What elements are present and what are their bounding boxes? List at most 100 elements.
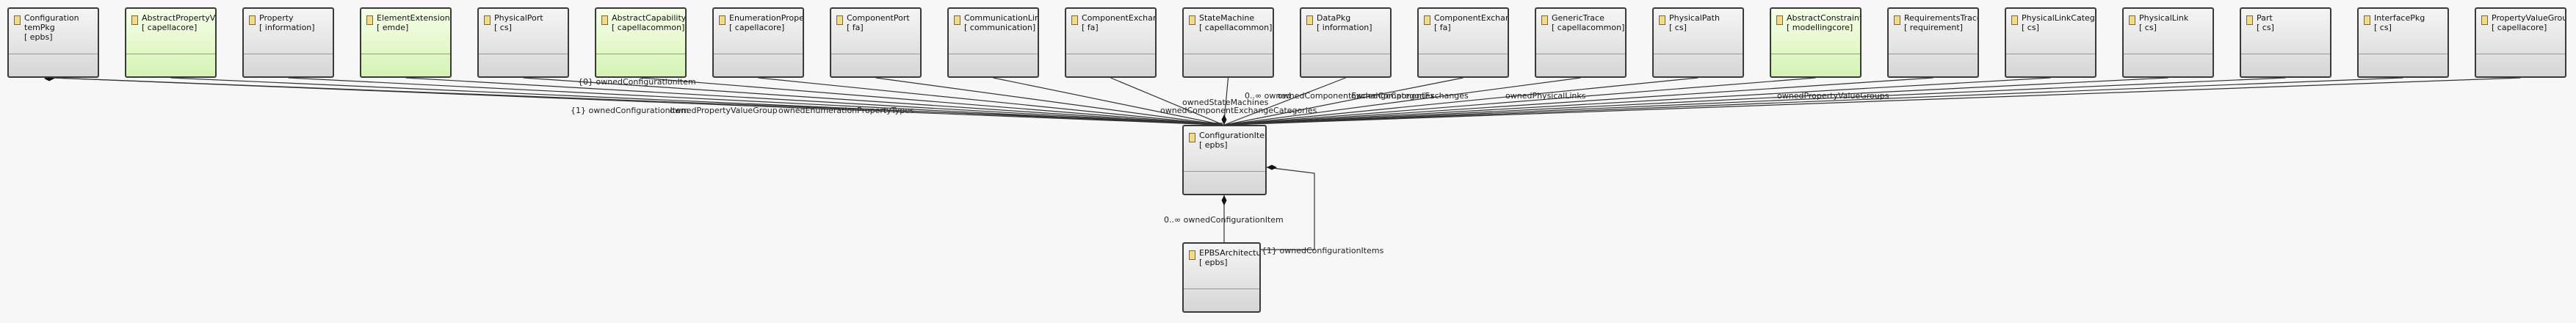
class-title: Configuration bbox=[24, 13, 82, 23]
class-box[interactable]: GenericTrace[ capellacommon] bbox=[1535, 7, 1627, 78]
edge-role-label: ownedEnumerationPropertyTypes bbox=[778, 106, 914, 115]
association-edge[interactable] bbox=[1227, 77, 1933, 126]
class-box[interactable]: Part[ cs] bbox=[2240, 7, 2331, 78]
class-box[interactable]: RequirementsTrace[ requirement] bbox=[1887, 7, 1979, 78]
class-icon bbox=[1424, 15, 1430, 25]
class-package: [ capellacommon] bbox=[1199, 23, 1273, 32]
class-title: AbstractConstraint bbox=[1787, 13, 1862, 23]
class-icon bbox=[2364, 15, 2370, 25]
class-title: Property bbox=[259, 13, 294, 23]
class-package: [ emde] bbox=[377, 23, 409, 32]
class-icon bbox=[2481, 15, 2488, 25]
class-icon bbox=[1776, 15, 1783, 25]
class-title: DataPkg bbox=[1317, 13, 1351, 23]
edge-role-label: ownedComponentExchanges bbox=[1351, 91, 1469, 101]
class-box[interactable]: Property[ information] bbox=[242, 7, 334, 78]
class-package: [ epbs] bbox=[24, 32, 53, 42]
edge-role-label: ownedComponentExchangeCategories bbox=[1160, 106, 1317, 115]
class-box[interactable]: PropertyValueGroup[ capellacore] bbox=[2475, 7, 2566, 78]
association-edge[interactable] bbox=[1226, 77, 1698, 126]
class-box[interactable]: CommunicationLink[ communication] bbox=[947, 7, 1039, 78]
class-box[interactable]: PhysicalPort[ cs] bbox=[477, 7, 569, 78]
class-icon bbox=[836, 15, 843, 25]
association-edge[interactable] bbox=[405, 77, 1220, 126]
class-icon bbox=[1071, 15, 1078, 25]
association-edge[interactable] bbox=[1261, 167, 1315, 250]
class-box[interactable]: ComponentExchange[ fa] bbox=[1417, 7, 1509, 78]
class-title: ComponentExchangeCateg bbox=[1082, 13, 1155, 23]
association-edge[interactable] bbox=[1226, 77, 1816, 126]
association-edge[interactable] bbox=[1225, 77, 1581, 126]
composition-diamond bbox=[1267, 164, 1277, 170]
association-edge[interactable] bbox=[1225, 77, 1464, 126]
class-box[interactable]: DataPkg[ information] bbox=[1300, 7, 1392, 78]
class-icon bbox=[1189, 15, 1195, 25]
class-package: [ cs] bbox=[2139, 23, 2157, 32]
class-package: [ communication] bbox=[964, 23, 1036, 32]
class-package: [ cs] bbox=[2257, 23, 2274, 32]
class-icon bbox=[249, 15, 256, 25]
association-edge[interactable] bbox=[758, 77, 1222, 126]
class-box[interactable]: AbstractPropertyValue[ capellacore] bbox=[125, 7, 217, 78]
class-title: Part bbox=[2257, 13, 2273, 23]
class-title-line2: temPkg bbox=[24, 23, 55, 32]
class-title: ComponentPort bbox=[847, 13, 910, 23]
class-package: [ modellingcore] bbox=[1787, 23, 1853, 32]
association-edge[interactable] bbox=[170, 77, 1219, 126]
class-title: ElementExtension bbox=[377, 13, 450, 23]
class-box[interactable]: StateMachine[ capellacommon] bbox=[1182, 7, 1274, 78]
association-edge[interactable] bbox=[1229, 77, 2403, 126]
association-edge[interactable] bbox=[1230, 77, 2521, 126]
class-box[interactable]: ConfigurationItem[ epbs] bbox=[1182, 125, 1267, 195]
class-box[interactable]: Configuration temPkg[ epbs] bbox=[7, 7, 99, 78]
class-title: EPBSArchitecture bbox=[1199, 248, 1261, 258]
class-title: CommunicationLink bbox=[964, 13, 1039, 23]
class-box[interactable]: EnumerationPropertyType[ capellacore] bbox=[712, 7, 804, 78]
edge-role-label: ownedComponentExchangeCategories bbox=[1278, 91, 1435, 101]
class-box[interactable]: AbstractCapabilityPkg[ capellacommon] bbox=[595, 7, 687, 78]
class-icon bbox=[1306, 15, 1313, 25]
class-icon bbox=[14, 15, 21, 25]
class-box[interactable]: PhysicalLink[ cs] bbox=[2122, 7, 2214, 78]
class-box[interactable]: ComponentExchangeCateg[ fa] bbox=[1065, 7, 1157, 78]
association-edge[interactable] bbox=[875, 77, 1223, 126]
class-icon bbox=[131, 15, 138, 25]
class-box[interactable]: ElementExtension[ emde] bbox=[360, 7, 452, 78]
association-edge[interactable] bbox=[52, 77, 1223, 124]
edge-role-label: ownedPropertyValueGroup bbox=[670, 106, 778, 115]
association-edge[interactable] bbox=[993, 77, 1223, 126]
edge-role-label: 0..∞ ownedConfigurationItem bbox=[1164, 215, 1284, 225]
association-edge[interactable] bbox=[640, 77, 1221, 126]
edge-role-label: ownedPropertyValueGroups bbox=[1777, 91, 1889, 101]
class-package: [ cs] bbox=[2374, 23, 2392, 32]
class-icon bbox=[1894, 15, 1900, 25]
composition-diamond bbox=[1221, 195, 1227, 206]
class-icon bbox=[484, 15, 491, 25]
class-icon bbox=[1189, 250, 1195, 260]
association-edge[interactable] bbox=[1228, 77, 2168, 126]
association-edge[interactable] bbox=[1229, 77, 2286, 126]
class-box[interactable]: InterfacePkg[ cs] bbox=[2357, 7, 2449, 78]
class-box[interactable]: PhysicalLinkCategory[ cs] bbox=[2005, 7, 2096, 78]
class-compartment-divider bbox=[1184, 171, 1265, 172]
association-edge[interactable] bbox=[1224, 77, 1346, 126]
class-package: [ capellacommon] bbox=[1552, 23, 1625, 32]
edge-role-label: ownedPhysicalLinks bbox=[1505, 91, 1586, 101]
class-box[interactable]: EPBSArchitecture[ epbs] bbox=[1182, 242, 1261, 313]
class-title: PhysicalLinkCategory bbox=[2022, 13, 2095, 23]
association-edge[interactable] bbox=[523, 77, 1220, 126]
association-edge[interactable] bbox=[1110, 77, 1224, 126]
class-box[interactable]: PhysicalPath[ cs] bbox=[1652, 7, 1744, 78]
association-edge[interactable] bbox=[1228, 77, 2051, 126]
edge-role-label: {0} ownedConfigurationItem bbox=[578, 77, 696, 87]
class-title: AbstractPropertyValue bbox=[142, 13, 215, 23]
class-box[interactable]: ComponentPort[ fa] bbox=[830, 7, 922, 78]
class-package: [ capellacore] bbox=[142, 23, 198, 32]
class-box[interactable]: AbstractConstraint[ modellingcore] bbox=[1770, 7, 1862, 78]
class-package: [ requirement] bbox=[1904, 23, 1963, 32]
class-icon bbox=[2246, 15, 2253, 25]
class-icon bbox=[954, 15, 960, 25]
class-compartment-divider bbox=[1184, 288, 1259, 289]
